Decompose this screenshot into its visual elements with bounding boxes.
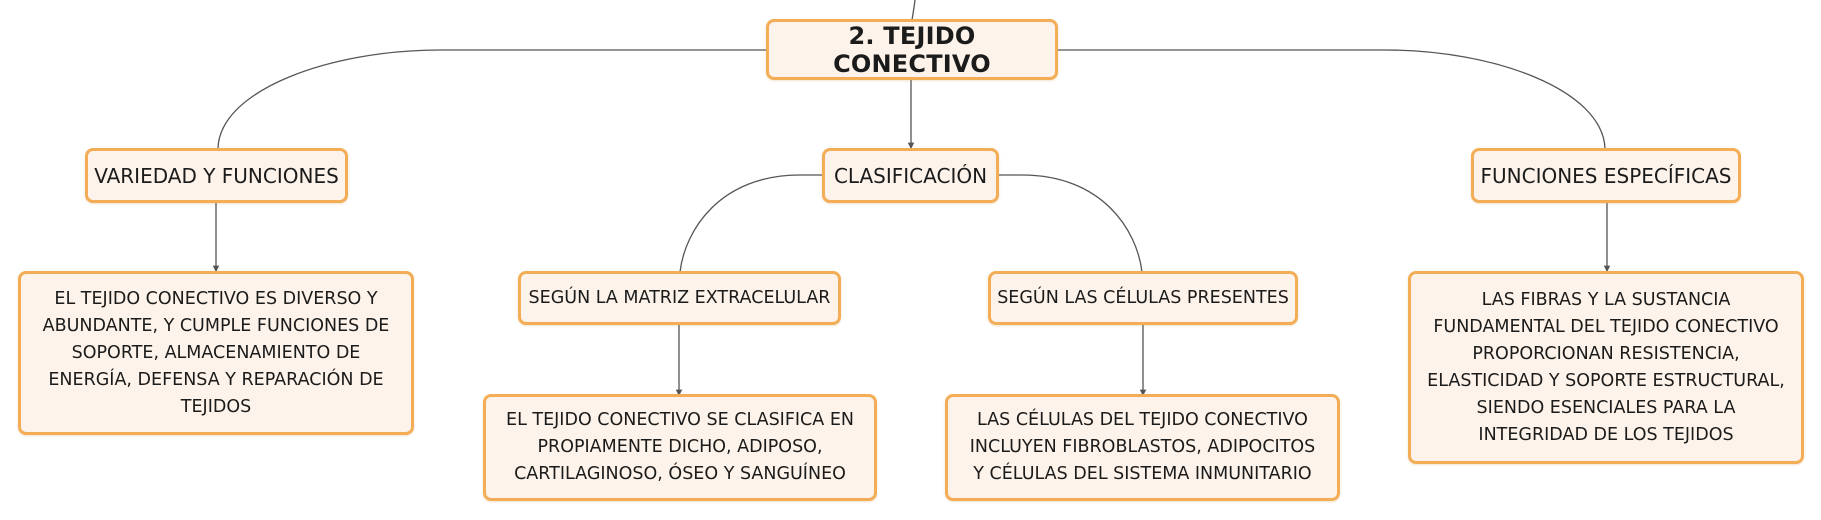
funciones-node[interactable]: FUNCIONES ESPECÍFICAS <box>1471 148 1741 203</box>
funciones-label: FUNCIONES ESPECÍFICAS <box>1480 163 1732 188</box>
matriz-detail-text: EL TEJIDO CONECTIVO SE CLASIFICA EN PROP… <box>506 410 854 484</box>
variedad-label: VARIEDAD Y FUNCIONES <box>94 163 339 188</box>
root-node[interactable]: 2. TEJIDO CONECTIVO <box>766 19 1058 80</box>
connector-root-variedad <box>217 49 768 149</box>
connector-clasif-celulas <box>998 174 1143 273</box>
celulas-detail-text: LAS CÉLULAS DEL TEJIDO CONECTIVO INCLUYE… <box>969 410 1316 484</box>
funciones-detail-node[interactable]: LAS FIBRAS Y LA SUSTANCIA FUNDAMENTAL DE… <box>1408 271 1804 464</box>
root-label: 2. TEJIDO CONECTIVO <box>833 21 991 78</box>
celulas-detail-node[interactable]: LAS CÉLULAS DEL TEJIDO CONECTIVO INCLUYE… <box>945 394 1340 501</box>
variedad-detail-text: EL TEJIDO CONECTIVO ES DIVERSO Y ABUNDAN… <box>42 288 390 417</box>
celulas-node[interactable]: SEGÚN LAS CÉLULAS PRESENTES <box>988 271 1298 325</box>
clasificacion-label: CLASIFICACIÓN <box>833 163 988 188</box>
variedad-detail-node[interactable]: EL TEJIDO CONECTIVO ES DIVERSO Y ABUNDAN… <box>18 271 414 435</box>
connector-incoming <box>911 0 916 21</box>
celulas-label: SEGÚN LAS CÉLULAS PRESENTES <box>997 288 1289 308</box>
matriz-node[interactable]: SEGÚN LA MATRIZ EXTRACELULAR <box>518 271 841 325</box>
connector-root-funciones <box>1057 49 1606 149</box>
matriz-detail-node[interactable]: EL TEJIDO CONECTIVO SE CLASIFICA EN PROP… <box>483 394 877 501</box>
connector-clasif-matriz <box>679 174 824 273</box>
matriz-label: SEGÚN LA MATRIZ EXTRACELULAR <box>528 288 831 308</box>
clasificacion-node[interactable]: CLASIFICACIÓN <box>822 148 999 203</box>
funciones-detail-text: LAS FIBRAS Y LA SUSTANCIA FUNDAMENTAL DE… <box>1427 289 1785 445</box>
variedad-node[interactable]: VARIEDAD Y FUNCIONES <box>85 148 348 203</box>
